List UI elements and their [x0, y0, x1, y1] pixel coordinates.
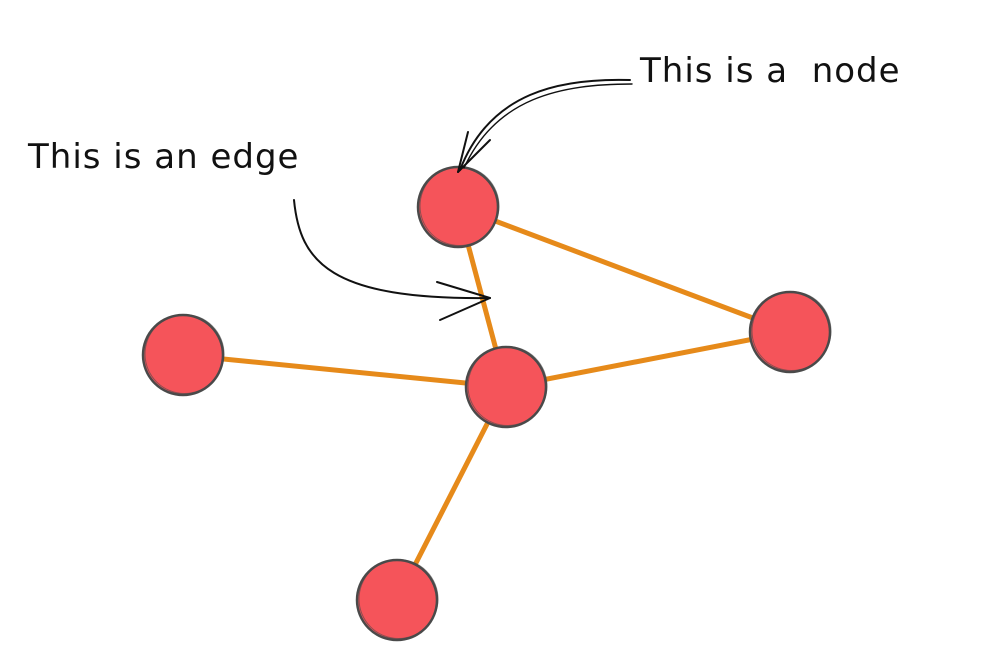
- node-right-sketch-outline: [751, 291, 832, 371]
- edge-pointer-arrow: [293, 199, 491, 321]
- nodes-layer: [141, 165, 832, 642]
- node-bottom-sketch-outline: [358, 559, 439, 639]
- node-right: [748, 290, 832, 374]
- node-top: [416, 165, 500, 249]
- node-annotation-label: This is a node: [639, 51, 901, 91]
- edge-center-right: [503, 329, 793, 390]
- edge-left-center: [180, 352, 509, 390]
- node-left-sketch-outline: [144, 314, 225, 394]
- node-center: [464, 345, 548, 429]
- node-pointer-arrow: [457, 78, 633, 173]
- edge-top-right: [455, 204, 793, 335]
- node-left: [141, 313, 225, 397]
- edge-annotation-label: This is an edge: [27, 137, 299, 177]
- node-center-sketch-outline: [467, 346, 548, 426]
- node-bottom: [355, 558, 439, 642]
